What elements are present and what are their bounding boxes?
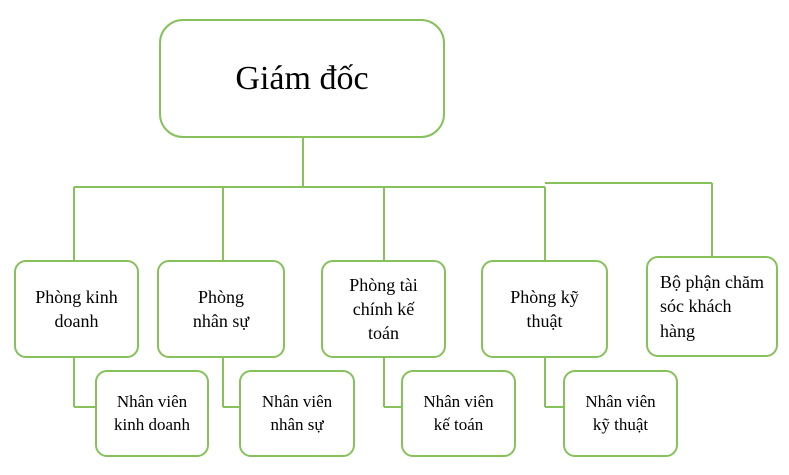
root-node-giam-doc: Giám đốc	[159, 19, 445, 138]
staff-node-nhan-su: Nhân viên nhân sự	[239, 370, 355, 457]
department-node-tai-chinh-ke-toan: Phòng tài chính kế toán	[321, 260, 446, 358]
staff-node-ky-thuat: Nhân viên kỹ thuật	[563, 370, 678, 457]
department-node-ky-thuat: Phòng kỹ thuật	[481, 260, 608, 358]
staff-label-kinh-doanh: Nhân viên kinh doanh	[113, 391, 191, 434]
department-label-cham-soc-khach-hang: Bộ phận chăm sóc khách hàng	[660, 272, 764, 341]
department-label-kinh-doanh: Phòng kinh doanh	[35, 286, 118, 331]
root-node-label: Giám đốc	[235, 59, 369, 97]
staff-label-ke-toan: Nhân viên kế toán	[423, 391, 494, 434]
department-node-kinh-doanh: Phòng kinh doanh	[14, 260, 139, 358]
department-label-ky-thuat: Phòng kỹ thuật	[510, 286, 579, 331]
department-label-nhan-su: Phòng nhân sự	[192, 286, 250, 331]
staff-label-nhan-su: Nhân viên nhân sự	[261, 391, 333, 434]
staff-label-ky-thuat: Nhân viên kỹ thuật	[585, 391, 656, 434]
staff-node-kinh-doanh: Nhân viên kinh doanh	[95, 370, 209, 457]
department-node-cham-soc-khach-hang: Bộ phận chăm sóc khách hàng	[646, 256, 778, 357]
staff-node-ke-toan: Nhân viên kế toán	[401, 370, 516, 457]
department-node-nhan-su: Phòng nhân sự	[157, 260, 285, 358]
department-label-tai-chinh-ke-toan: Phòng tài chính kế toán	[349, 274, 418, 344]
